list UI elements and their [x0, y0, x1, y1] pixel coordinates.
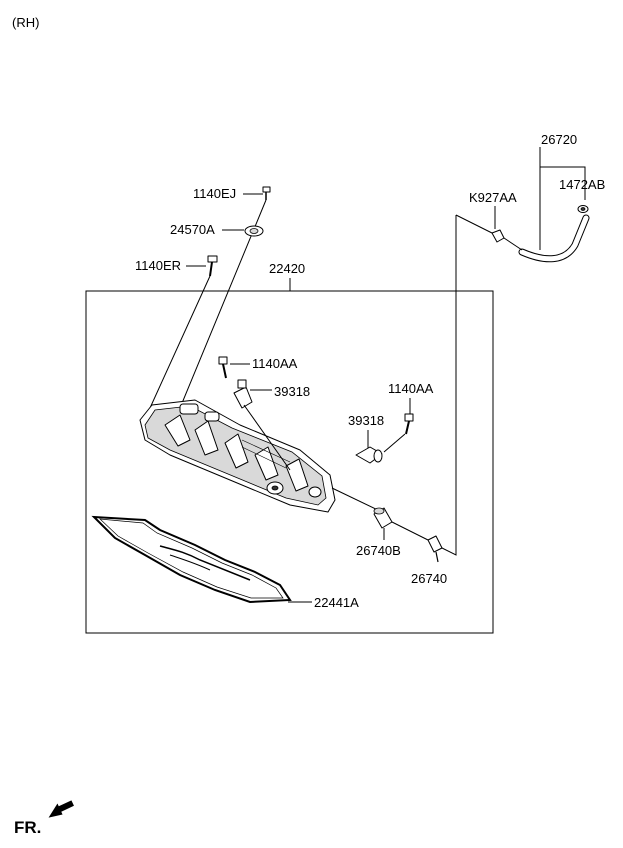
part-label-22441A: 22441A: [314, 595, 359, 610]
part-label-1140AA-right: 1140AA: [388, 381, 434, 396]
leader-26740: [435, 215, 457, 556]
gasket-22441A: [91, 515, 292, 604]
bracket-26720: [539, 147, 586, 250]
part-label-1140EJ: 1140EJ: [193, 186, 236, 201]
bolt-1140ER: [207, 255, 218, 277]
part-label-39318-right: 39318: [348, 413, 384, 428]
part-label-26740B: 26740B: [356, 543, 401, 558]
pcv-fitting: [491, 229, 505, 243]
bolt-1140AA-right: [404, 413, 414, 435]
part-label-22420: 22420: [269, 261, 305, 276]
part-label-39318-upper: 39318: [274, 384, 310, 399]
bolt-1140EJ: [262, 186, 271, 200]
cam-sensor-right: [355, 446, 383, 464]
part-label-26720: 26720: [541, 132, 577, 147]
side-label: (RH): [12, 15, 39, 30]
part-label-K927AA: K927AA: [469, 190, 517, 205]
cylinder-head-cover: [139, 399, 336, 513]
front-arrow-icon: [48, 800, 74, 818]
part-label-24570A: 24570A: [170, 222, 215, 237]
pcv-valve-26740: [427, 535, 443, 563]
breather-hose-group: [435, 147, 590, 556]
plug-26740B: [373, 507, 393, 529]
bolt-1140AA-upper: [218, 356, 228, 379]
part-label-1140ER: 1140ER: [135, 258, 181, 273]
part-label-1140AA-upper: 1140AA: [252, 356, 298, 371]
cam-sensor-upper: [233, 379, 253, 409]
part-label-1472AB: 1472AB: [559, 177, 605, 192]
part-label-26740: 26740: [411, 571, 447, 586]
front-label: FR.: [14, 818, 41, 837]
grommet-24570A: [244, 225, 264, 237]
